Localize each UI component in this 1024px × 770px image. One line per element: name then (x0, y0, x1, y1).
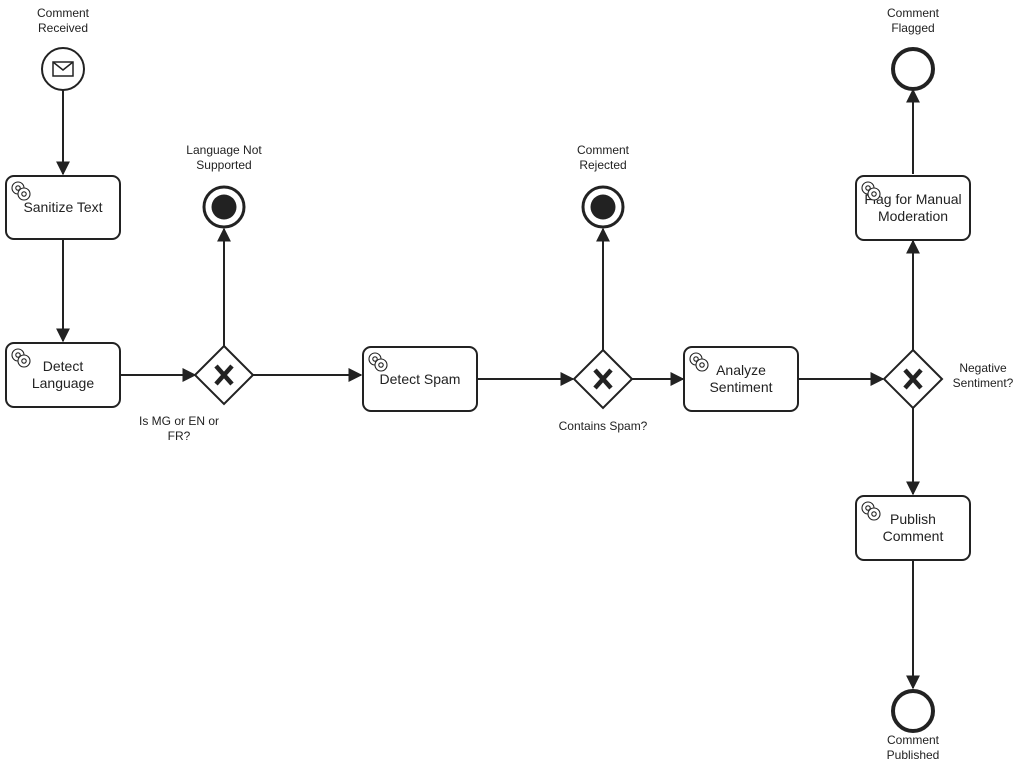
task-detect-spam[interactable]: Detect Spam (362, 346, 478, 412)
label-sentiment-check: Negative Sentiment? (952, 361, 1014, 390)
gear-icon (689, 352, 709, 372)
label-comment-rejected: Comment Rejected (576, 143, 629, 172)
filled-circle-icon (590, 194, 616, 220)
gateway-language-check[interactable] (193, 344, 255, 406)
exclusive-x-icon (593, 368, 613, 390)
filled-circle-icon (211, 194, 237, 220)
gear-icon (11, 181, 31, 201)
label-language-check: Is MG or EN or FR? (138, 414, 219, 443)
gear-icon (861, 181, 881, 201)
end-event-comment-rejected[interactable] (581, 185, 625, 229)
gear-icon (368, 352, 388, 372)
end-event-comment-published[interactable] (891, 689, 935, 733)
task-label: Publish Comment (882, 511, 944, 544)
task-detect-language[interactable]: Detect Language (5, 342, 121, 408)
gear-icon (861, 501, 881, 521)
task-flag-for-manual-moderation[interactable]: Flag for Manual Moderation (855, 175, 971, 241)
gear-icon (11, 348, 31, 368)
end-event-comment-flagged[interactable] (891, 47, 935, 91)
exclusive-x-icon (214, 364, 234, 386)
task-label: Analyze Sentiment (709, 362, 773, 395)
envelope-icon (52, 61, 74, 77)
task-label: Detect Spam (379, 370, 461, 387)
exclusive-x-icon (903, 368, 923, 390)
end-event-language-not-supported[interactable] (202, 185, 246, 229)
label-comment-flagged: Comment Flagged (886, 6, 939, 35)
task-sanitize-text[interactable]: Sanitize Text (5, 175, 121, 240)
label-comment-published: Comment Published (886, 733, 940, 762)
task-label: Sanitize Text (23, 199, 103, 215)
task-analyze-sentiment[interactable]: Analyze Sentiment (683, 346, 799, 412)
task-label: Detect Language (31, 358, 95, 391)
label-comment-received: Comment Received (36, 6, 89, 35)
gateway-spam-check[interactable] (572, 348, 634, 410)
label-spam-check: Contains Spam? (558, 419, 648, 433)
label-language-not-supported: Language Not Supported (186, 143, 262, 172)
task-publish-comment[interactable]: Publish Comment (855, 495, 971, 561)
start-event-comment-received[interactable] (41, 47, 85, 91)
gateway-sentiment-check[interactable] (882, 348, 944, 410)
